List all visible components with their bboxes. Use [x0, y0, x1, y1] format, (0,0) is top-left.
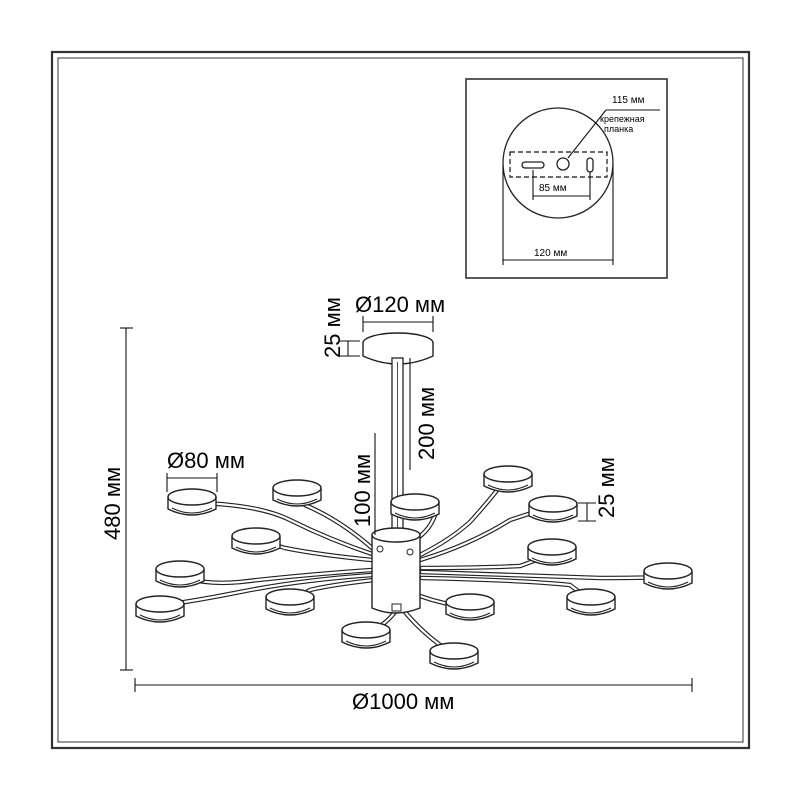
slot-hole-left	[521, 161, 545, 169]
inner-frame	[57, 57, 744, 743]
lamp-head	[445, 593, 495, 621]
lamp-head	[231, 527, 281, 555]
total-diameter-label: Ø1000 мм	[352, 689, 454, 714]
center-hole	[556, 157, 570, 171]
canopy-diameter-label: Ø120 мм	[355, 292, 445, 317]
rod-length-label: 200 мм	[414, 387, 439, 460]
mounting-plate-inset: 115 мм крепежная планка 85 мм 120 мм	[465, 78, 668, 279]
plate-width-label: 115 мм	[612, 95, 645, 106]
shade-diameter-label: Ø80 мм	[167, 448, 245, 473]
lamp-head	[483, 465, 533, 493]
body-height-label: 100 мм	[350, 454, 375, 527]
outer-frame	[50, 50, 751, 750]
inset-diameter-label: 120 мм	[534, 248, 567, 259]
lamp-head	[390, 493, 440, 521]
lamp-head	[527, 538, 577, 566]
dimension-lines: Ø120 мм 25 мм 200 мм 100 мм Ø80 мм 25 мм…	[100, 292, 693, 714]
lamp-head	[528, 495, 578, 523]
lamp-head	[643, 562, 693, 590]
canopy-height-label: 25 мм	[320, 297, 345, 358]
lamp-head	[167, 488, 217, 516]
lamp-heads	[135, 465, 693, 670]
chandelier-arms	[162, 477, 671, 655]
mounting-plate	[509, 151, 608, 178]
lamp-head	[265, 588, 315, 616]
lamp-head	[272, 479, 322, 507]
hole-spacing-label: 85 мм	[539, 183, 567, 194]
lamp-head	[155, 560, 205, 588]
inset-frame	[465, 78, 668, 279]
plate-caption-1: крепежная	[600, 114, 645, 124]
lamp-head	[341, 621, 391, 649]
inset-canopy-circle	[502, 107, 614, 219]
lamp-head	[135, 595, 185, 623]
plate-caption-2: планка	[604, 124, 633, 134]
lamp-head	[566, 588, 616, 616]
canopy-and-rod	[362, 332, 434, 533]
shade-height-label: 25 мм	[594, 457, 619, 518]
lamp-head	[429, 642, 479, 670]
central-body	[371, 527, 421, 614]
total-height-label: 480 мм	[100, 467, 125, 540]
